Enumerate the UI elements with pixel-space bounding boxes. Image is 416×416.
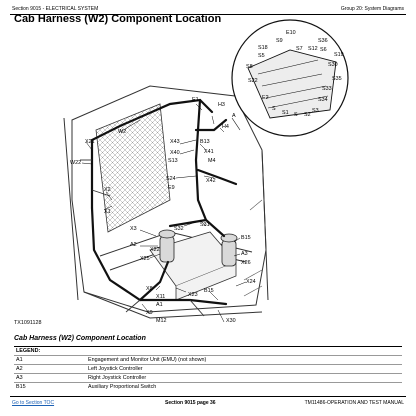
label-x8: X8 (146, 286, 153, 292)
label-a1: A1 (156, 302, 163, 308)
label-x3: X3 (130, 226, 137, 232)
detail-label-s30: S30 (328, 62, 338, 68)
label-x2: X2 (104, 187, 111, 193)
label-x11: X11 (156, 294, 166, 300)
legend-desc: Right Joystick Controller (86, 373, 402, 383)
label-h4: H4 (222, 124, 229, 130)
label-x1: X1 (104, 209, 111, 215)
label-e1: E1 (192, 97, 199, 103)
legend-row: B15 Auxiliary Proportional Switch (14, 382, 402, 391)
detail-label-e2: E2 (262, 95, 269, 101)
rear-window-grille (95, 103, 171, 233)
label-a2: A2 (130, 242, 137, 248)
label-m12: M12 (156, 318, 167, 324)
label-w22: W22 (70, 160, 82, 166)
leader-lines (81, 103, 247, 323)
label-s13: S13 (168, 158, 178, 164)
group-header: Group 20: System Diagrams (340, 6, 404, 12)
label-x30: X30 (226, 318, 236, 324)
detail-label-s1: S1 (282, 110, 289, 116)
harness-w2 (90, 98, 238, 306)
label-x9: X9 (146, 310, 153, 316)
label-w2: W2 (118, 129, 127, 135)
detail-label-s8: S8 (246, 64, 253, 70)
legend-desc: Left Joystick Controller (86, 364, 402, 374)
label-x23: X23 (188, 292, 198, 298)
legend-row: A1 Engagement and Monitor Unit (EMU) (no… (14, 355, 402, 365)
label-a-callout: A (232, 113, 236, 119)
manual-name: TM11486-OPERATION AND TEST MANUAL (304, 400, 404, 406)
detail-label-s6: S6 (320, 47, 327, 53)
label-x24: X24 (246, 279, 256, 285)
section-header: Section 9015 - ELECTRICAL SYSTEM (12, 6, 99, 12)
page-title: Cab Harness (W2) Component Location (14, 13, 222, 25)
label-s24: S24 (166, 176, 176, 182)
detail-label-s35: S35 (332, 76, 342, 82)
legend-header: LEGEND: (14, 346, 402, 356)
detail-label-s3: S3 (312, 108, 319, 114)
label-x22: X22 (150, 247, 160, 253)
detail-label-e10: E10 (286, 30, 296, 36)
legend-code: A2 (14, 364, 86, 374)
detail-label-s12: S12 (308, 46, 318, 52)
label-x26: X26 (241, 260, 251, 266)
label-x42: X42 (206, 178, 216, 184)
legend-code: A1 (14, 355, 86, 365)
figure-id: TX1091128 (14, 320, 42, 326)
detail-a-inset (231, 19, 349, 137)
label-x41: X41 (204, 149, 214, 155)
page-number: Section 9015 page 36 (165, 400, 216, 406)
detail-label-s36: S36 (318, 38, 328, 44)
legend-table: LEGEND: A1 Engagement and Monitor Unit (… (14, 346, 402, 391)
legend-desc: Engagement and Monitor Unit (EMU) (not s… (86, 355, 402, 365)
legend-row: A3 Right Joystick Controller (14, 373, 402, 383)
detail-label-s33: S33 (322, 86, 332, 92)
toc-link[interactable]: Go to Section TOC (12, 400, 55, 406)
label-h3: H3 (218, 102, 225, 108)
label-x25: X25 (140, 256, 150, 262)
label-b15-lower: B15 (204, 288, 214, 294)
figure-caption: Cab Harness (W2) Component Location (14, 335, 146, 342)
detail-label-s-b: S (294, 112, 298, 118)
detail-label-s7: S7 (296, 46, 303, 52)
right-joystick (220, 233, 238, 267)
cab-details (243, 199, 263, 297)
label-e9: E9 (168, 185, 175, 191)
legend-desc: Auxiliary Proportional Switch (86, 382, 402, 391)
label-x21: X21 (85, 139, 95, 145)
detail-label-s9: S9 (276, 38, 283, 44)
left-joystick (158, 229, 176, 263)
legend-code: A3 (14, 373, 86, 383)
legend-row: A2 Left Joystick Controller (14, 364, 402, 374)
label-a3: A3 (241, 251, 248, 257)
label-m4: M4 (208, 158, 216, 164)
detail-label-s19: S19 (334, 52, 344, 58)
detail-label-s5: S5 (258, 53, 265, 59)
detail-label-s2: S2 (304, 112, 311, 118)
harness-branches (80, 159, 205, 317)
detail-label-s18: S18 (258, 45, 268, 51)
label-b15: B15 (241, 235, 251, 241)
label-b13: B13 (200, 139, 210, 145)
legend-code: B15 (14, 382, 86, 391)
legend-header-row: LEGEND: (14, 346, 402, 356)
label-s31: S31 (200, 222, 210, 228)
page-footer: Go to Section TOC Section 9015 page 36 T… (10, 396, 406, 407)
detail-label-s34: S34 (318, 97, 328, 103)
label-s32: S32 (174, 226, 184, 232)
label-x40: X40 (170, 150, 180, 156)
detail-label-s-a: S (272, 106, 276, 112)
label-x43: X43 (170, 139, 180, 145)
page-header: Section 9015 - ELECTRICAL SYSTEM Group 2… (10, 2, 406, 15)
detail-label-s22: S22 (248, 78, 258, 84)
